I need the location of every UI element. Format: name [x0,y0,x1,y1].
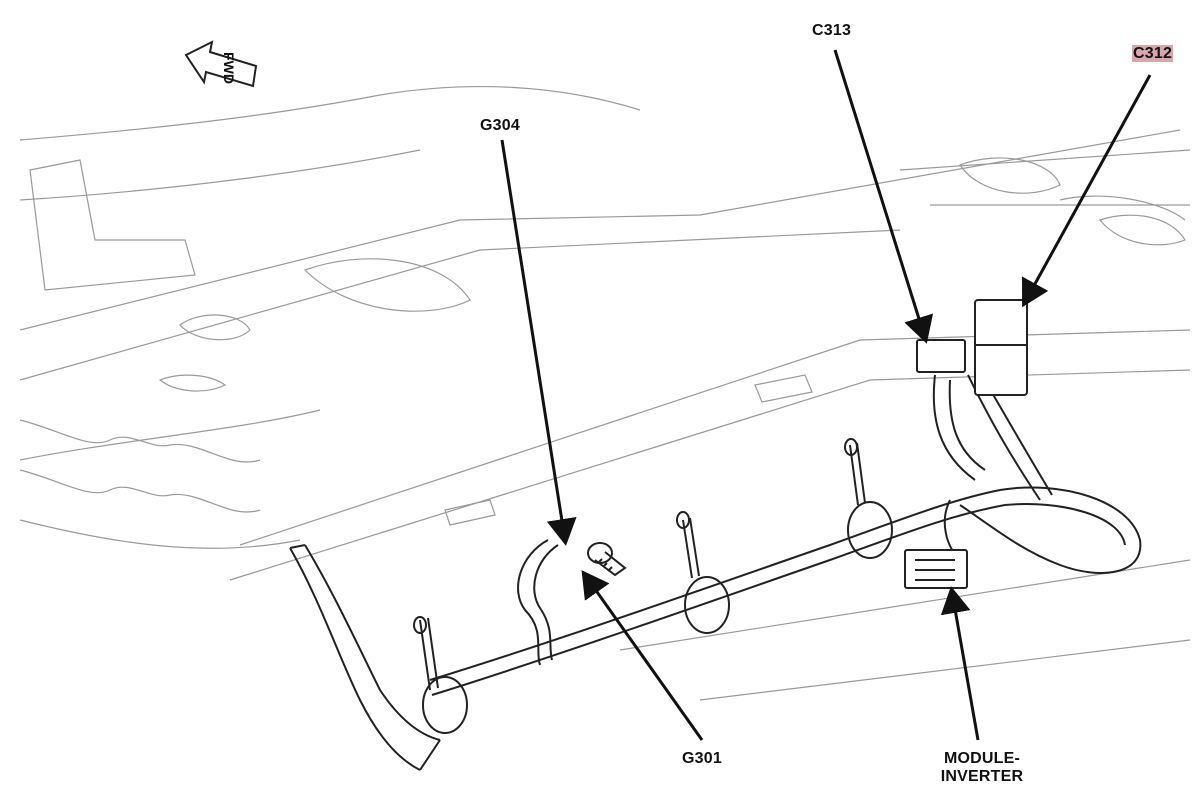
wiring-harness [289,371,1142,771]
leader-module-inverter [940,586,980,741]
fwd-arrow-icon: FWD [184,40,258,88]
connector-c313 [916,339,966,373]
callout-module-line2: INVERTER [940,768,1024,785]
leader-c313 [833,49,934,344]
fwd-label: FWD [221,52,237,84]
connector-c312 [974,299,1028,396]
harness-clips [413,438,893,734]
ground-bolt-g304 [587,542,627,577]
vehicle-floor-outline [19,85,1191,701]
connectors [904,299,1028,589]
callout-c312: C312 [1132,45,1174,63]
callout-g301: G301 [682,750,722,767]
callout-module-line1: MODULE- [943,750,1021,767]
callout-module-inverter: MODULE- INVERTER [932,750,1032,786]
leader-c312 [1021,74,1152,308]
leader-g304 [500,139,577,546]
callout-g304: G304 [480,117,520,134]
callout-c313: C313 [812,22,852,39]
leader-lines [500,49,1152,741]
callout-c312-text: C312 [1132,45,1174,62]
leader-g301 [581,570,704,741]
